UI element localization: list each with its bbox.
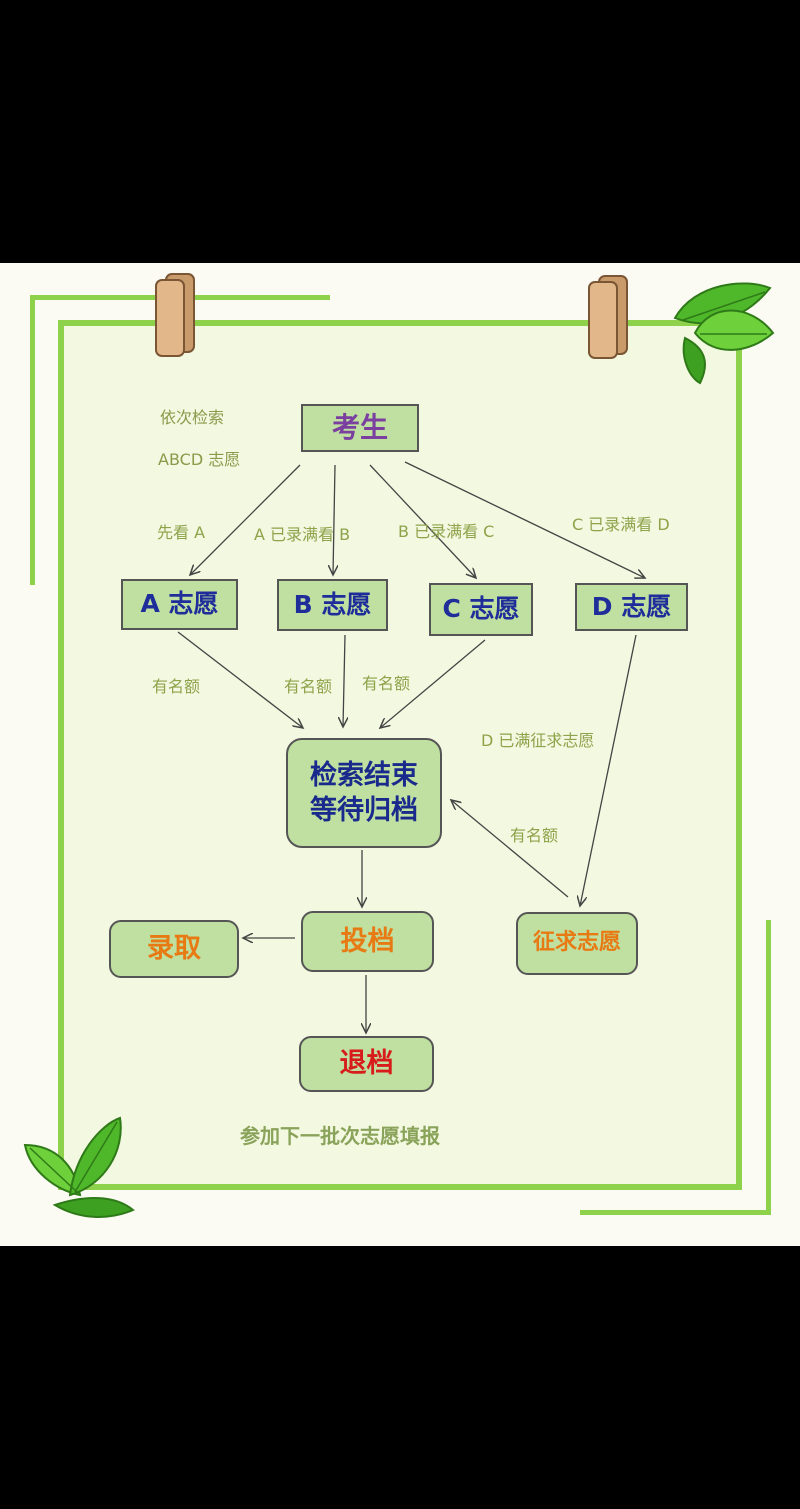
edge-label-to-a: 先看 A bbox=[157, 523, 206, 542]
node-choice-c: C 志愿 bbox=[429, 583, 533, 636]
edge-label-b-quota: 有名额 bbox=[284, 677, 333, 696]
edge-label-solicit-quota: 有名额 bbox=[510, 826, 559, 845]
node-choice-a: A 志愿 bbox=[121, 579, 238, 630]
edge-label-to-b: A 已录满看 B bbox=[254, 525, 351, 544]
node-rejected: 退档 bbox=[299, 1036, 434, 1092]
next-batch-text: 参加下一批次志愿填报 bbox=[240, 1124, 440, 1148]
edge-label-to-d: C 已录满看 D bbox=[572, 515, 670, 534]
right-clip-icon bbox=[588, 275, 628, 359]
node-choice-b: B 志愿 bbox=[277, 579, 388, 631]
edge-label-c-quota: 有名额 bbox=[362, 674, 411, 693]
edge-label-to-c: B 已录满看 C bbox=[398, 522, 495, 541]
edge-label-a-quota: 有名额 bbox=[152, 677, 201, 696]
note-abcd-choices: ABCD 志愿 bbox=[158, 450, 241, 469]
node-solicit: 征求志愿 bbox=[516, 912, 638, 975]
top-right-leaves-icon bbox=[673, 282, 775, 385]
bottom-left-leaves-icon bbox=[23, 1116, 135, 1218]
node-submit-file: 投档 bbox=[301, 911, 434, 972]
note-search-order: 依次检索 bbox=[160, 408, 225, 427]
frame-right-line bbox=[766, 920, 771, 1215]
node-student: 考生 bbox=[301, 404, 419, 452]
frame-bottom-line bbox=[580, 1210, 771, 1215]
node-choice-d: D 志愿 bbox=[575, 583, 688, 631]
node-wait-archive: 检索结束 等待归档 bbox=[286, 738, 442, 848]
node-admitted: 录取 bbox=[109, 920, 239, 978]
frame-left-line bbox=[30, 295, 35, 585]
left-clip-icon bbox=[155, 273, 195, 357]
edge-label-d-full: D 已满征求志愿 bbox=[481, 731, 595, 750]
